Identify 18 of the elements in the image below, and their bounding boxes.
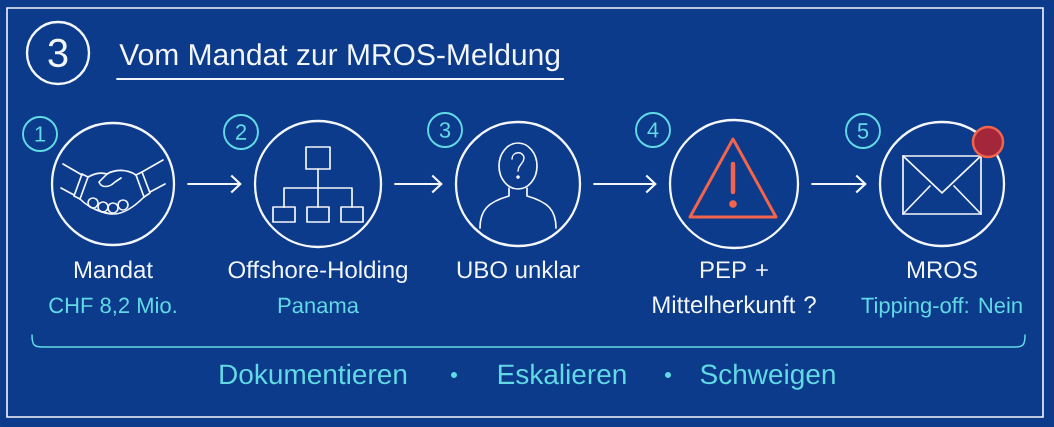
number-badge: 3 (25, 20, 91, 86)
number-badge: 2 (223, 114, 259, 150)
number-badge: 4 (635, 112, 671, 148)
step-sublabel: Tipping-off: Nein (861, 297, 1022, 318)
step-label: MROS (908, 261, 977, 279)
step-sublabel: CHF 8,2 Mio. (49, 297, 176, 316)
step-label: Mandat (74, 260, 153, 279)
step-label: UBO unklar (457, 260, 580, 279)
step-label: PEP + Mittelherkunft ? (653, 261, 816, 314)
number-badge: 5 (845, 113, 881, 149)
footer-text: Eskalieren (498, 363, 626, 385)
number-badge: 1 (22, 116, 58, 152)
number-badge: 3 (427, 112, 463, 148)
title: Vom Mandat zur MROS-Meldung (119, 43, 560, 72)
footer-text: Schweigen (700, 363, 835, 390)
step-sublabel: Panama (278, 297, 359, 314)
footer-text: Dokumentieren (220, 363, 407, 385)
step-label: Offshore-Holding (228, 260, 407, 283)
